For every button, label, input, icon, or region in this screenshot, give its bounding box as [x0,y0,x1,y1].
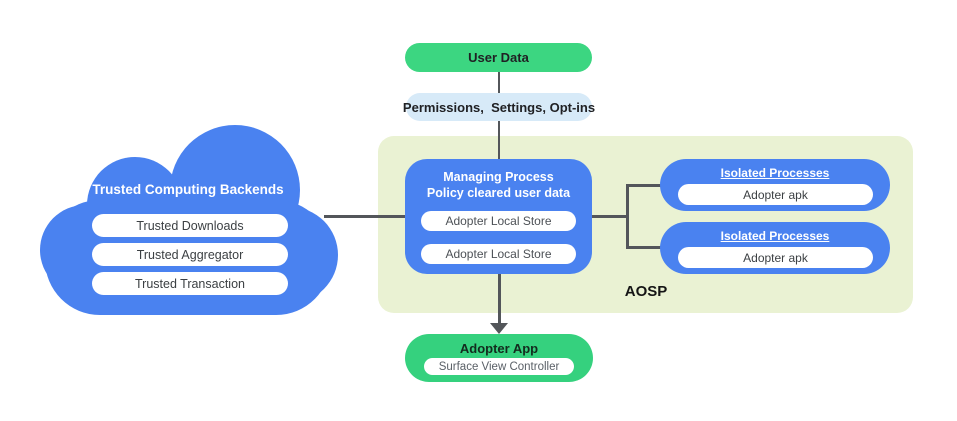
surface-view-controller-pill: Surface View Controller [424,358,574,375]
connector-managing-to-adopter-app [498,274,501,325]
connector-branch-to-isolated-2 [626,246,662,249]
connector-branch-vertical [626,184,629,249]
aosp-label: AOSP [624,283,668,300]
adopter-apk-pill-1: Adopter apk [678,184,873,205]
arrowhead-down-icon [490,323,508,334]
cloud-pill-trusted-transaction: Trusted Transaction [92,272,288,295]
cloud-pill-trusted-downloads: Trusted Downloads [92,214,288,237]
cloud-pill-trusted-aggregator: Trusted Aggregator [92,243,288,266]
adopter-local-store-pill-1: Adopter Local Store [421,211,576,231]
adopter-apk-pill-2: Adopter apk [678,247,873,268]
managing-process-title-line1: Managing Process [443,170,554,184]
connector-cloud-to-managing [324,215,408,218]
isolated-process-title-2: Isolated Processes [720,229,830,243]
cloud-title: Trusted Computing Backends [92,182,284,197]
permissions-settings-optins-node: Permissions, Settings, Opt-ins [403,93,595,121]
connector-managing-to-branch [592,215,628,218]
managing-process-title-line2: Policy cleared user data [426,186,571,200]
adopter-local-store-pill-2: Adopter Local Store [421,244,576,264]
user-data-node: User Data [405,43,592,72]
connector-branch-to-isolated-1 [626,184,662,187]
isolated-process-title-1: Isolated Processes [720,166,830,180]
managing-process-title: Managing Process Policy cleared user dat… [405,169,592,201]
adopter-app-title: Adopter App [459,341,539,356]
